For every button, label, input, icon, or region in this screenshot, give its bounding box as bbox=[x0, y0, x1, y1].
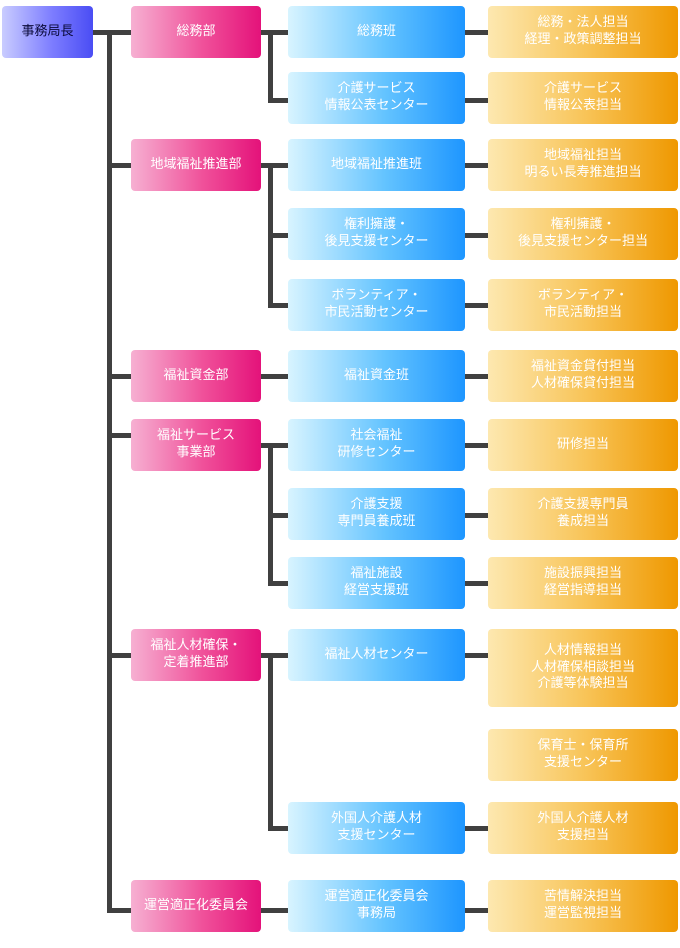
connector bbox=[268, 826, 289, 831]
section-box: 福祉施設 経営支援班 bbox=[288, 557, 465, 609]
section-box: 福祉人材センター bbox=[288, 629, 465, 681]
section-box: ボランティア・ 市民活動センター bbox=[288, 279, 465, 331]
connector bbox=[464, 233, 489, 238]
connector bbox=[92, 30, 110, 35]
connector bbox=[268, 98, 289, 103]
team-box: 研修担当 bbox=[488, 419, 678, 471]
connector bbox=[464, 581, 489, 586]
connector bbox=[464, 98, 489, 103]
connector bbox=[260, 163, 289, 168]
connector bbox=[268, 581, 289, 586]
team-box: 介護支援専門員 養成担当 bbox=[488, 488, 678, 540]
connector bbox=[107, 163, 131, 168]
connector bbox=[464, 513, 489, 518]
team-box: 介護サービス 情報公表担当 bbox=[488, 72, 678, 124]
dept-box: 地域福祉推進部 bbox=[131, 139, 261, 191]
connector bbox=[464, 30, 489, 35]
team-box: 総務・法人担当 経理・政策調整担当 bbox=[488, 6, 678, 58]
team-box: ボランティア・ 市民活動担当 bbox=[488, 279, 678, 331]
section-box: 介護支援 専門員養成班 bbox=[288, 488, 465, 540]
section-box: 運営適正化委員会 事務局 bbox=[288, 880, 465, 932]
section-box: 外国人介護人材 支援センター bbox=[288, 802, 465, 854]
connector bbox=[260, 374, 289, 379]
connector bbox=[107, 908, 131, 913]
connector bbox=[260, 908, 289, 913]
dept-box: 福祉サービス 事業部 bbox=[131, 419, 261, 471]
team-box: 人材情報担当 人材確保相談担当 介護等体験担当 bbox=[488, 629, 678, 707]
connector bbox=[107, 30, 131, 35]
dept-box: 福祉資金部 bbox=[131, 350, 261, 402]
connector bbox=[464, 653, 489, 658]
connector bbox=[268, 233, 289, 238]
section-box: 介護サービス 情報公表センター bbox=[288, 72, 465, 124]
section-box: 福祉資金班 bbox=[288, 350, 465, 402]
team-box: 外国人介護人材 支援担当 bbox=[488, 802, 678, 854]
connector bbox=[107, 433, 131, 438]
team-box: 権利擁護・ 後見支援センター担当 bbox=[488, 208, 678, 260]
connector bbox=[107, 30, 112, 913]
team-box: 施設振興担当 経営指導担当 bbox=[488, 557, 678, 609]
connector bbox=[107, 653, 131, 658]
team-box: 保育士・保育所 支援センター bbox=[488, 729, 678, 781]
dept-box: 総務部 bbox=[131, 6, 261, 58]
connector bbox=[260, 653, 289, 658]
connector bbox=[464, 163, 489, 168]
section-box: 地域福祉推進班 bbox=[288, 139, 465, 191]
connector bbox=[268, 653, 273, 831]
connector bbox=[260, 30, 289, 35]
dept-box: 福祉人材確保・ 定着推進部 bbox=[131, 629, 261, 681]
connector bbox=[107, 374, 131, 379]
connector bbox=[260, 443, 289, 448]
connector bbox=[464, 908, 489, 913]
connector bbox=[464, 826, 489, 831]
connector bbox=[268, 303, 289, 308]
dept-box: 運営適正化委員会 bbox=[131, 880, 261, 932]
connector bbox=[464, 443, 489, 448]
connector bbox=[464, 374, 489, 379]
connector bbox=[268, 513, 289, 518]
section-box: 社会福祉 研修センター bbox=[288, 419, 465, 471]
team-box: 苦情解決担当 運営監視担当 bbox=[488, 880, 678, 932]
section-box: 権利擁護・ 後見支援センター bbox=[288, 208, 465, 260]
team-box: 福祉資金貸付担当 人材確保貸付担当 bbox=[488, 350, 678, 402]
team-box: 地域福祉担当 明るい長寿推進担当 bbox=[488, 139, 678, 191]
head-box: 事務局長 bbox=[2, 6, 93, 58]
connector bbox=[268, 30, 273, 103]
section-box: 総務班 bbox=[288, 6, 465, 58]
connector bbox=[464, 303, 489, 308]
